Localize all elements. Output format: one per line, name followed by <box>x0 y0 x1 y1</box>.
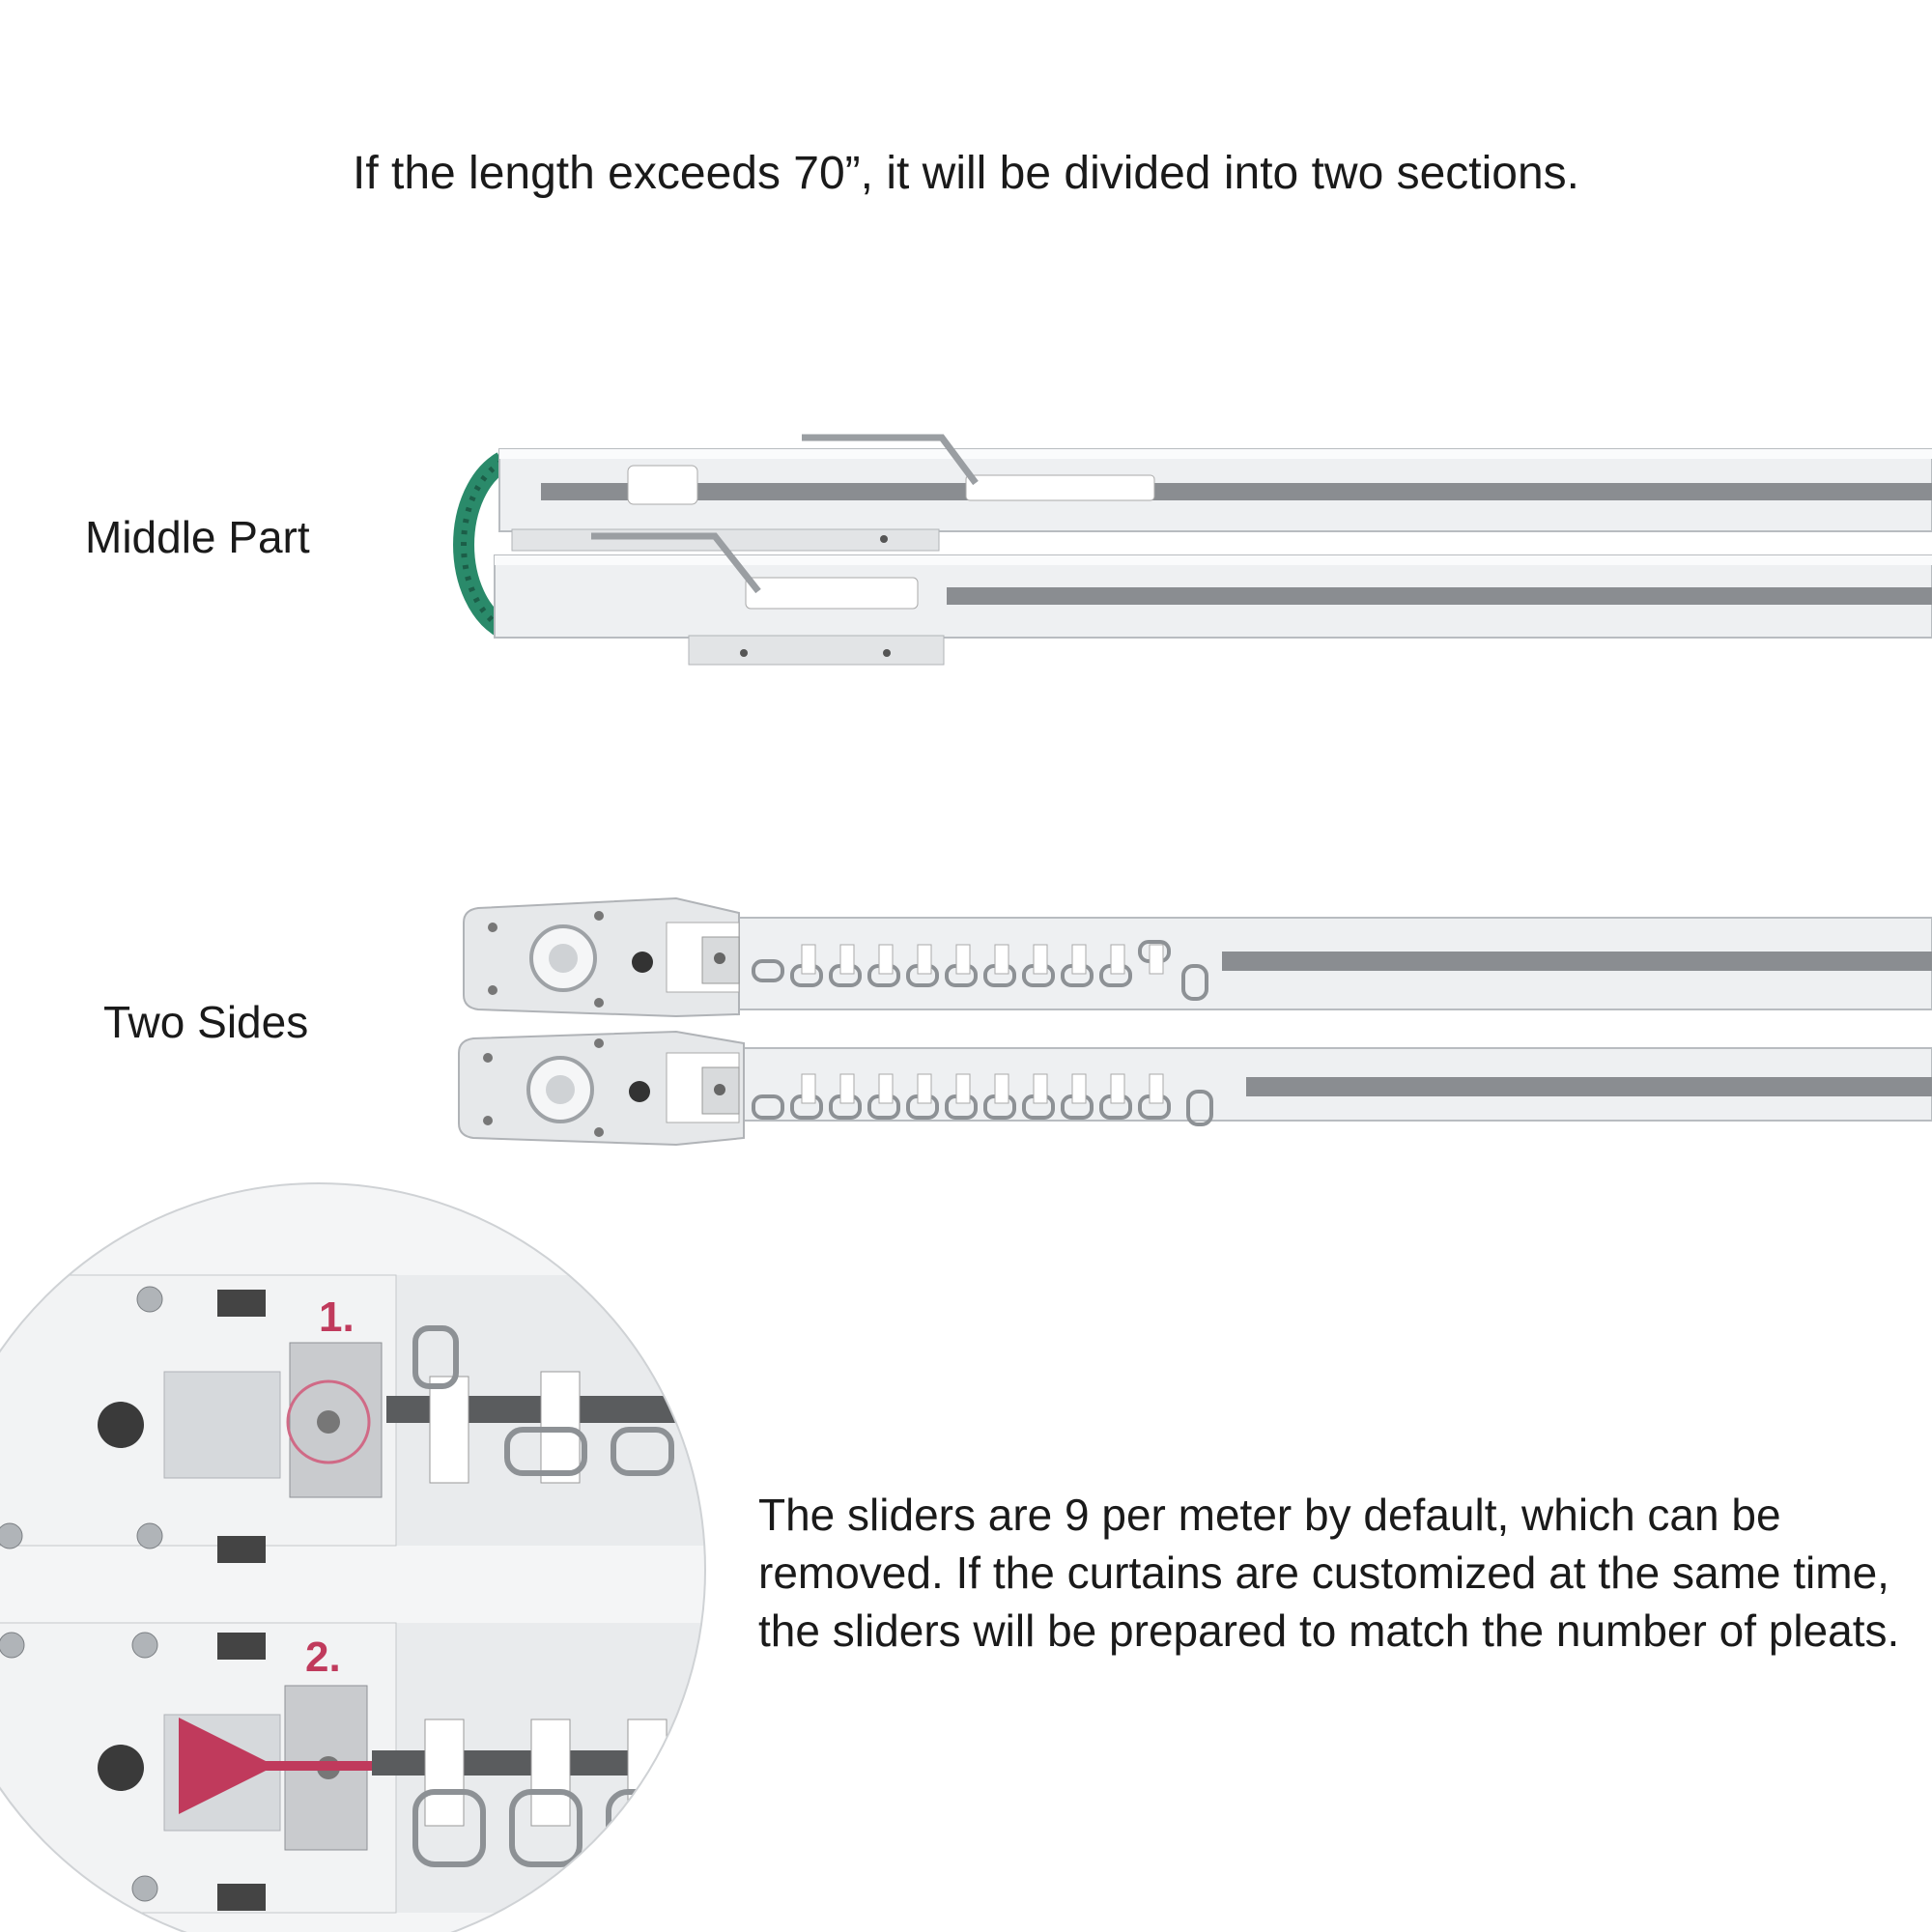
two-sides-label: Two Sides <box>103 997 309 1047</box>
page-heading: If the length exceeds 70”, it will be di… <box>352 148 1580 199</box>
screw-highlight-circle <box>286 1379 371 1464</box>
two-sides-rails <box>458 896 1932 1147</box>
middle-part-rails <box>453 434 1932 666</box>
step-2-label: 2. <box>305 1634 341 1681</box>
middle-part-label: Middle Part <box>85 512 310 562</box>
zoom-circle-outline <box>0 1182 706 1932</box>
step-1-label: 1. <box>319 1293 355 1341</box>
slider-description: The sliders are 9 per meter by default, … <box>758 1490 1900 1656</box>
zoom-callout: 1. 2. <box>0 1182 706 1932</box>
